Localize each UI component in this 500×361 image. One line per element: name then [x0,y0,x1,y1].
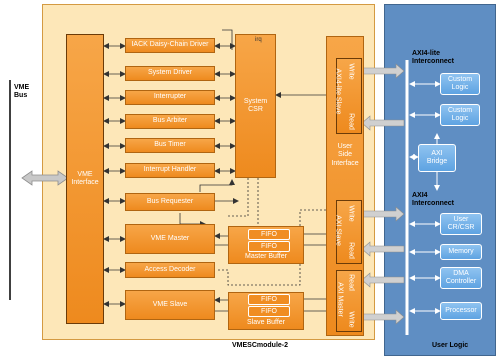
bus-requester-block[interactable]: Bus Requester [125,193,215,211]
axi4lite-slave-block[interactable] [336,58,362,134]
axi4lite-interconnect-line2: Interconnect [412,58,455,66]
vme-bus-label-line1: VME [14,84,30,91]
user-logic-region [384,4,496,356]
axi-master-block[interactable] [336,270,362,332]
axi-slave-write-label: Write [347,205,355,222]
iack-daisy-chain-driver-block[interactable]: IACK Daisy-Chain Driver [125,38,215,53]
slave-buffer-label: Slave Buffer [246,318,285,326]
axi-master-label: AXI Master [336,282,344,317]
slave-fifo-top: FIFO [248,294,290,305]
system-driver-block[interactable]: System Driver [125,66,215,81]
axi4-interconnect-line2: Interconnect [412,200,455,208]
axi4lite-interconnect-line1: AXI4-lite [412,50,441,57]
axi-bridge-line1: AXI [431,149,443,157]
interrupt-handler-block[interactable]: Interrupt Handler [125,163,215,178]
user-side-interface-line2: Side [337,151,352,159]
bus-arbiter-block[interactable]: Bus Arbiter [125,114,215,129]
custom-logic-2-block[interactable]: Custom Logic [440,104,480,126]
master-fifo-bottom: FIFO [248,241,290,252]
custom-logic-2-line2: Logic [451,115,469,122]
bus-timer-block[interactable]: Bus Timer [125,138,215,153]
axi4lite-slave-label: AXI4-lite Slave [334,68,342,115]
user-cr-csr-block[interactable]: User CR/CSR [440,213,482,235]
slave-fifo-bottom: FIFO [248,306,290,317]
system-csr-line2: CSR [248,106,263,113]
axi-slave-label: AXI Slave [334,215,342,246]
axi-bridge-line2: Bridge [426,158,448,165]
axi4lite-slave-write-label: Write [347,63,355,80]
axi4-interconnect-line1: AXI4 [412,192,428,199]
irq-label: irq [255,37,262,43]
module-title: VMESCmodule-2 [232,342,289,349]
axi-master-write-label: Write [347,311,355,328]
user-logic-title: User Logic [432,342,469,349]
dma-controller-block[interactable]: DMA Controller [440,267,482,289]
user-cr-csr-line1: User [453,215,469,223]
vme-interface-block[interactable]: VME Interface [66,34,104,324]
access-decoder-block[interactable]: Access Decoder [125,262,215,278]
dma-controller-line2: Controller [445,278,477,285]
vme-slave-block[interactable]: VME Slave [125,290,215,320]
system-csr-block[interactable]: System CSR [235,34,276,178]
vme-bus-label-line2: Bus [14,92,28,100]
system-csr-line1: System [243,97,268,105]
master-fifo-top: FIFO [248,229,290,240]
user-side-interface-line3: Interface [331,159,359,167]
user-cr-csr-line2: CR/CSR [447,224,475,231]
axi4-interconnect-label: AXI4 Interconnect [412,192,454,208]
custom-logic-2-line1: Custom [447,106,473,114]
custom-logic-1-line1: Custom [447,75,473,83]
master-buffer-label: Master Buffer [245,252,287,260]
vme-interface-line2: Interface [71,179,99,186]
vme-interface-line1: VME [77,170,93,178]
custom-logic-1-line2: Logic [451,84,469,91]
axi-master-read-label: Read [347,274,355,291]
axi-slave-read-label: Read [347,242,355,259]
vme-bus-label: VME Bus [14,84,29,101]
interrupter-block[interactable]: Interrupter [125,90,215,105]
vme-master-block[interactable]: VME Master [125,224,215,254]
custom-logic-1-block[interactable]: Custom Logic [440,73,480,95]
axi4lite-slave-read-label: Read [347,113,355,130]
memory-block[interactable]: Memory [440,244,482,260]
dma-controller-line1: DMA [453,269,469,277]
user-side-interface-line1: User [337,143,353,150]
user-side-interface-label: User Side Interface [327,143,363,168]
processor-block[interactable]: Processor [440,302,482,320]
axi-slave-block[interactable] [336,200,362,264]
axi-bridge-block[interactable]: AXI Bridge [418,144,456,172]
axi4lite-interconnect-label: AXI4-lite Interconnect [412,50,454,66]
